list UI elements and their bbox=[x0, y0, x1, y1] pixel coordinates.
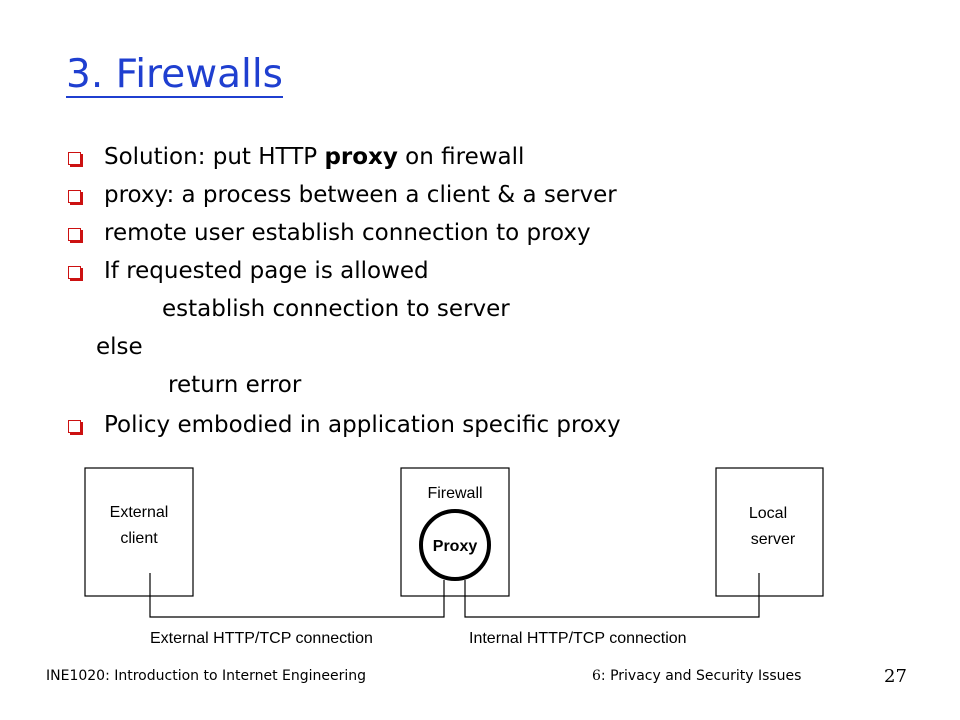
local-server-box bbox=[715, 467, 824, 597]
proxy-label: Proxy bbox=[433, 538, 478, 555]
page-number: 27 bbox=[884, 666, 907, 687]
sub-else: else bbox=[96, 334, 143, 360]
internal-connection-line bbox=[464, 573, 760, 618]
sub-establish: establish connection to server bbox=[162, 296, 510, 322]
firewall-box bbox=[400, 467, 510, 597]
footer-course: INE1020: Introduction to Internet Engine… bbox=[46, 668, 367, 684]
external-client-label: External bbox=[110, 504, 169, 521]
footer-chapter-title: : Privacy and Security Issues bbox=[600, 668, 802, 684]
bullet-proxy-definition: proxy: a process between a client & a se… bbox=[104, 182, 617, 208]
bullet-marker bbox=[68, 266, 81, 279]
proxy-circle bbox=[419, 509, 491, 581]
external-client-label: client bbox=[120, 530, 158, 547]
firewall-label: Firewall bbox=[427, 485, 482, 502]
bullet-text: on firewall bbox=[397, 144, 525, 170]
footer-chapter: 6: Privacy and Security Issues bbox=[592, 668, 801, 684]
bullet-if-allowed: If requested page is allowed bbox=[104, 258, 429, 284]
local-server-label: server bbox=[751, 531, 796, 548]
bullet-marker bbox=[68, 228, 81, 241]
slide-title: 3. Firewalls bbox=[66, 52, 283, 97]
bullet-text: Solution: put HTTP bbox=[104, 144, 325, 170]
bullet-marker bbox=[68, 420, 81, 433]
bullet-remote-user: remote user establish connection to prox… bbox=[104, 220, 591, 246]
bullet-marker bbox=[68, 190, 81, 203]
external-client-box bbox=[84, 467, 194, 597]
external-connection-line bbox=[149, 573, 445, 618]
sub-return-error: return error bbox=[168, 372, 302, 398]
bullet-marker bbox=[68, 152, 81, 165]
local-server-label: Local bbox=[749, 505, 787, 522]
bullet-bold-term: proxy bbox=[324, 144, 398, 170]
footer-chapter-number: 6 bbox=[592, 668, 601, 684]
bullet-policy: Policy embodied in application specific … bbox=[104, 412, 621, 438]
external-connection-label: External HTTP/TCP connection bbox=[150, 630, 373, 647]
internal-connection-label: Internal HTTP/TCP connection bbox=[469, 630, 687, 647]
bullet-solution: Solution: put HTTP proxy on firewall bbox=[104, 144, 524, 170]
